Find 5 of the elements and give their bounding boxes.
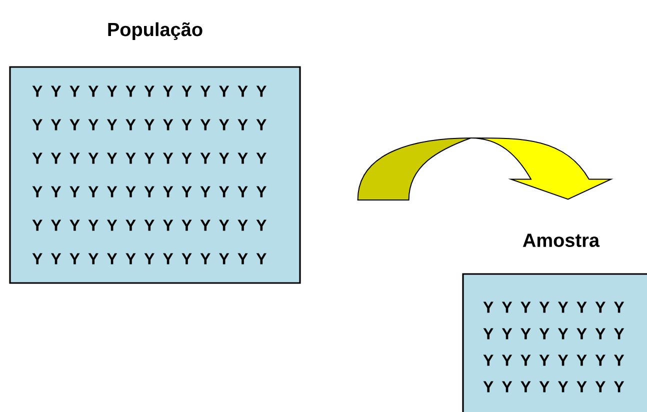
curved-arrow <box>357 138 612 200</box>
data-box: Y Y Y Y Y Y Y Y Y Y Y Y Y Y Y Y Y Y Y Y Y Y Y Y Y Y Y Y Y Y Y Y <box>462 273 647 412</box>
data-box: Y Y Y Y Y Y Y Y Y Y Y Y Y Y Y Y Y Y Y Y Y Y Y Y Y Y Y Y Y Y Y Y Y Y Y Y Y Y Y Y Y Y Y Y Y Y Y Y Y Y Y Y Y Y Y Y Y Y Y Y Y Y Y Y Y Y Y Y Y Y Y Y Y Y Y Y Y Y <box>9 66 301 284</box>
box-heading: População <box>108 22 202 40</box>
box-heading: Amostra <box>522 234 600 247</box>
